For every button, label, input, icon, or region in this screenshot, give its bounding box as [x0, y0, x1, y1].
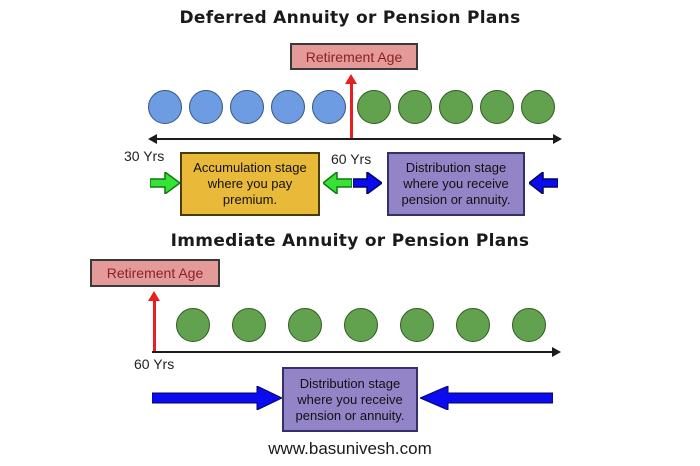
blue-left-arrow-icon [529, 172, 558, 194]
immediate-section-title: Immediate Annuity or Pension Plans [170, 231, 530, 251]
retirement-age-box: Retirement Age [290, 43, 418, 70]
deferred-section-title: Deferred Annuity or Pension Plans [179, 8, 521, 28]
green-year-circle [456, 308, 490, 342]
premium-years-circles [148, 90, 346, 124]
green-year-circle [288, 308, 322, 342]
green-year-circle [400, 308, 434, 342]
green-year-circle [357, 90, 391, 124]
retirement-marker-arrowhead-icon [345, 74, 357, 84]
green-year-circle [232, 308, 266, 342]
timeline-right-arrowhead-icon [553, 134, 562, 144]
blue-year-circle [230, 90, 264, 124]
blue-right-arrow-icon [353, 172, 382, 194]
green-year-circle [398, 90, 432, 124]
blue-year-circle [312, 90, 346, 124]
retirement-age-label-2: Retirement Age [106, 265, 204, 281]
green-left-arrow-icon [323, 172, 352, 194]
pension-years-circles [357, 90, 555, 124]
blue-year-circle [148, 90, 182, 124]
retirement-marker-arrowhead-icon-2 [148, 291, 160, 301]
blue-long-left-arrow-icon [420, 386, 553, 410]
green-year-circle [521, 90, 555, 124]
website-url: www.basunivesh.com [268, 439, 432, 458]
timeline-right-arrowhead-icon-2 [552, 347, 561, 357]
retirement-age-label: Retirement Age [305, 48, 403, 65]
accumulation-stage-box: Accumulation stage where you pay premium… [180, 152, 320, 216]
distribution-stage-box: Distribution stage where you receive pen… [387, 152, 525, 216]
green-year-circle [439, 90, 473, 124]
distribution-stage-text: Distribution stage where you receive pen… [401, 160, 511, 207]
green-year-circle [512, 308, 546, 342]
green-year-circle [176, 308, 210, 342]
timeline-axis [155, 138, 555, 140]
blue-long-right-arrow-icon [152, 386, 282, 410]
blue-year-circle [189, 90, 223, 124]
pension-years-circles-2 [176, 308, 546, 342]
retirement-age-year-label: 60 Yrs [326, 150, 377, 168]
timeline-axis-2 [152, 351, 554, 353]
distribution-stage-text-2: Distribution stage where you receive pen… [295, 375, 405, 423]
distribution-stage-box-2: Distribution stage where you receive pen… [282, 367, 418, 432]
retirement-marker-line-2 [153, 300, 156, 352]
retirement-age-box-2: Retirement Age [90, 259, 220, 287]
accumulation-stage-text: Accumulation stage where you pay premium… [193, 160, 307, 207]
timeline-left-arrowhead-icon [148, 134, 157, 144]
blue-year-circle [271, 90, 305, 124]
retirement-age-year-label-2: 60 Yrs [129, 355, 180, 373]
green-right-arrow-icon [150, 172, 180, 194]
green-year-circle [480, 90, 514, 124]
retirement-marker-line [350, 83, 353, 139]
start-age-label: 30 Yrs [119, 147, 170, 165]
green-year-circle [344, 308, 378, 342]
